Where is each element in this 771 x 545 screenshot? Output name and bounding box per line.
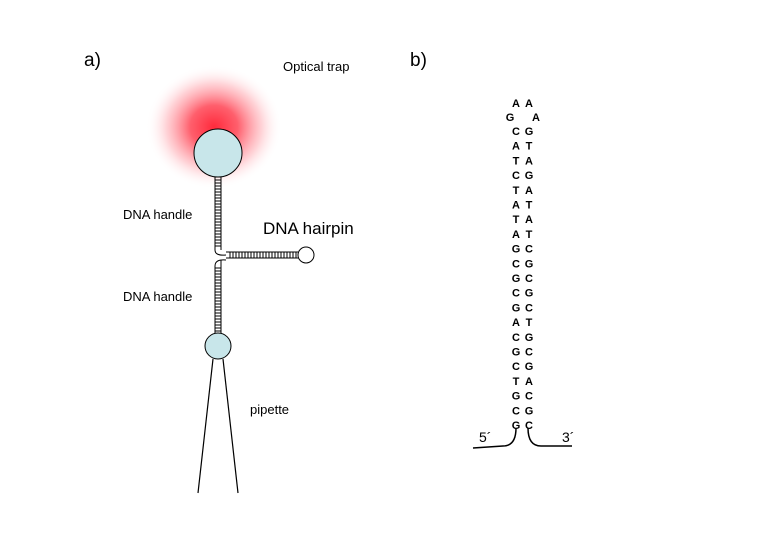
stem-nucleotide: T (526, 229, 533, 241)
stem-nucleotide: C (512, 288, 520, 300)
pipette-right-wall (222, 358, 239, 494)
stem-nucleotide: C (512, 126, 520, 138)
loop-nucleotide: G (506, 112, 515, 124)
loop-nucleotide: A (532, 112, 540, 124)
stem-nucleotide: A (525, 155, 533, 167)
stem-nucleotide: G (512, 420, 521, 432)
stem-nucleotide: T (513, 155, 520, 167)
stem-nucleotide: C (512, 170, 520, 182)
stem-nucleotide: G (512, 302, 521, 314)
stem-nucleotide: G (525, 361, 534, 373)
stem-nucleotide: C (525, 244, 533, 256)
stem-nucleotide: G (512, 273, 521, 285)
stem-nucleotide: T (513, 185, 520, 197)
panel-a: a) Optical trap DNA handle DNA hairpin (84, 50, 354, 494)
stem-nucleotide: C (525, 347, 533, 359)
panel-a-label: a) (84, 50, 101, 71)
stem-nucleotide: A (512, 200, 520, 212)
stem-nucleotide: A (512, 229, 520, 241)
stem-nucleotide: T (513, 376, 520, 388)
stem-nucleotide: T (526, 141, 533, 153)
stem-nucleotide: C (512, 332, 520, 344)
loop-nucleotide: A (525, 98, 533, 110)
pipette-label: pipette (250, 402, 289, 417)
loop-nucleotide: A (512, 98, 520, 110)
stem-nucleotide: C (512, 405, 520, 417)
stem-nucleotide: A (512, 317, 520, 329)
stem-nucleotide: G (512, 244, 521, 256)
stem-nucleotide: A (525, 185, 533, 197)
stem-nucleotide: T (526, 200, 533, 212)
three-prime-label: 3´ (562, 429, 574, 445)
hairpin-loop-sequence: A A G A (506, 98, 540, 124)
stem-nucleotide: A (512, 141, 520, 153)
optical-trap-glow (146, 65, 282, 189)
stem-nucleotide: C (525, 391, 533, 403)
pipette-bead (204, 332, 232, 360)
dna-handle-top-label: DNA handle (123, 207, 192, 222)
dna-hairpin (226, 246, 315, 264)
stem-nucleotide: G (525, 288, 534, 300)
dna-handle-bottom-label: DNA handle (123, 289, 192, 304)
hairpin-loop (297, 246, 315, 264)
five-prime-strand (472, 427, 517, 449)
optical-trap-label: Optical trap (283, 59, 349, 74)
dna-hairpin-label: DNA hairpin (263, 219, 354, 238)
junction-upper (214, 249, 227, 256)
stem-nucleotide: G (512, 391, 521, 403)
stem-nucleotide: C (512, 258, 520, 270)
stem-nucleotide: T (513, 214, 520, 226)
stem-nucleotide: G (525, 405, 534, 417)
dna-handle-top (214, 177, 222, 250)
panel-b-label: b) (410, 50, 427, 71)
dna-handle-bottom (214, 260, 222, 333)
stem-nucleotide: C (525, 420, 533, 432)
junction-lower (214, 259, 227, 267)
stem-nucleotide: G (525, 126, 534, 138)
stem-nucleotide: A (525, 214, 533, 226)
three-prime-strand (527, 427, 572, 447)
stem-nucleotide: G (525, 170, 534, 182)
stem-nucleotide: C (525, 302, 533, 314)
stem-nucleotide: C (512, 361, 520, 373)
stem-nucleotide: C (525, 273, 533, 285)
stem-nucleotide: T (526, 317, 533, 329)
pipette-left-wall (197, 358, 214, 494)
stem-nucleotide: A (525, 376, 533, 388)
stem-nucleotide: G (525, 258, 534, 270)
trap-bead (193, 128, 243, 178)
five-prime-label: 5´ (479, 429, 491, 445)
stem-nucleotide: G (512, 347, 521, 359)
stem-nucleotide: G (525, 332, 534, 344)
